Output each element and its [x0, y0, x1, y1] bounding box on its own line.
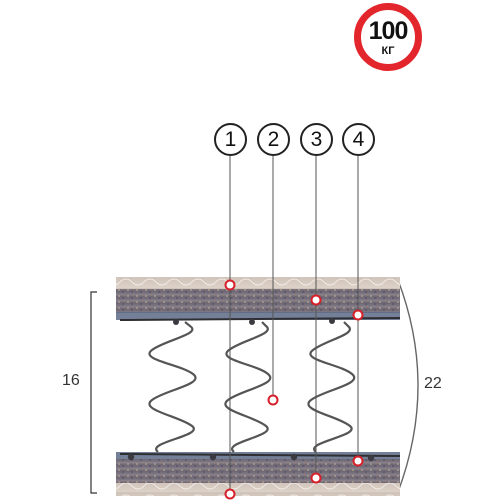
marker-layer-4-bottom — [352, 455, 364, 467]
marker-layer-3-top — [310, 294, 322, 306]
layer-markers — [224, 279, 364, 500]
load-limit-unit: КГ — [381, 45, 395, 57]
leader-lines — [229, 156, 359, 494]
marker-layer-4-top — [352, 309, 364, 321]
callout-2: 2 — [257, 123, 290, 156]
marker-layer-1-bottom — [224, 488, 236, 500]
wire-knots — [127, 318, 375, 462]
load-limit-value: 100 — [368, 17, 409, 45]
spring-1 — [148, 321, 197, 453]
total-height-label: 22 — [424, 375, 442, 392]
side-profile-line — [397, 279, 419, 493]
top-frame-wire — [119, 317, 401, 321]
top-blue-layer — [116, 312, 400, 320]
top-cover-layer — [116, 277, 400, 289]
marker-layer-2 — [267, 394, 279, 406]
callout-4: 4 — [342, 123, 375, 156]
bottom-felt-layer — [116, 459, 400, 483]
bottom-frame-wire — [119, 453, 401, 457]
spring-block-height-label: 16 — [62, 372, 80, 389]
marker-layer-1-top — [224, 279, 236, 291]
top-felt-layer — [116, 289, 400, 313]
bottom-cover-layer — [116, 483, 400, 496]
height-bracket — [90, 291, 97, 494]
spring-2 — [224, 321, 272, 453]
spring-3 — [307, 321, 356, 453]
load-limit-badge: 100 КГ — [354, 3, 422, 71]
callout-1: 1 — [214, 123, 247, 156]
bottom-blue-layer — [116, 452, 400, 460]
marker-layer-3-bottom — [310, 472, 322, 484]
callout-3: 3 — [300, 123, 333, 156]
